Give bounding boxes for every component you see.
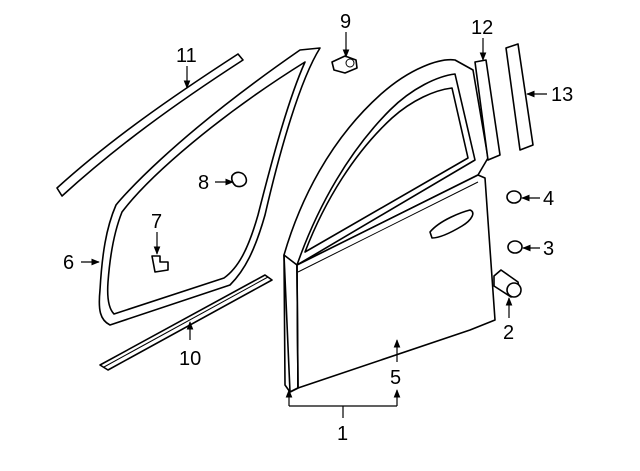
callout-1: 1 xyxy=(337,423,348,445)
callout-3: 3 xyxy=(543,238,554,260)
callout-9: 9 xyxy=(340,11,351,33)
callout-10: 10 xyxy=(179,348,201,370)
part-13-applique xyxy=(505,43,534,151)
callout-12: 12 xyxy=(471,17,493,39)
callout-4: 4 xyxy=(543,188,554,210)
part-6-weatherstrip xyxy=(98,47,321,326)
part-9-fastener xyxy=(331,55,358,74)
callout-8: 8 xyxy=(198,172,209,194)
part-10-rocker-molding xyxy=(99,274,273,371)
leader-lines xyxy=(81,32,547,418)
part-8-clip xyxy=(230,171,248,188)
part-7-clip xyxy=(151,255,169,273)
part-11-roof-molding xyxy=(56,53,244,197)
callout-5: 5 xyxy=(390,367,401,389)
callout-6: 6 xyxy=(63,252,74,274)
part-2-bumper xyxy=(493,269,522,298)
door-handle xyxy=(429,209,474,239)
callout-11: 11 xyxy=(176,45,197,67)
part-4-plug xyxy=(506,190,522,204)
callout-2: 2 xyxy=(503,322,514,344)
part-3-plug xyxy=(507,240,523,254)
callout-13: 13 xyxy=(551,84,573,106)
callout-7: 7 xyxy=(151,211,162,233)
